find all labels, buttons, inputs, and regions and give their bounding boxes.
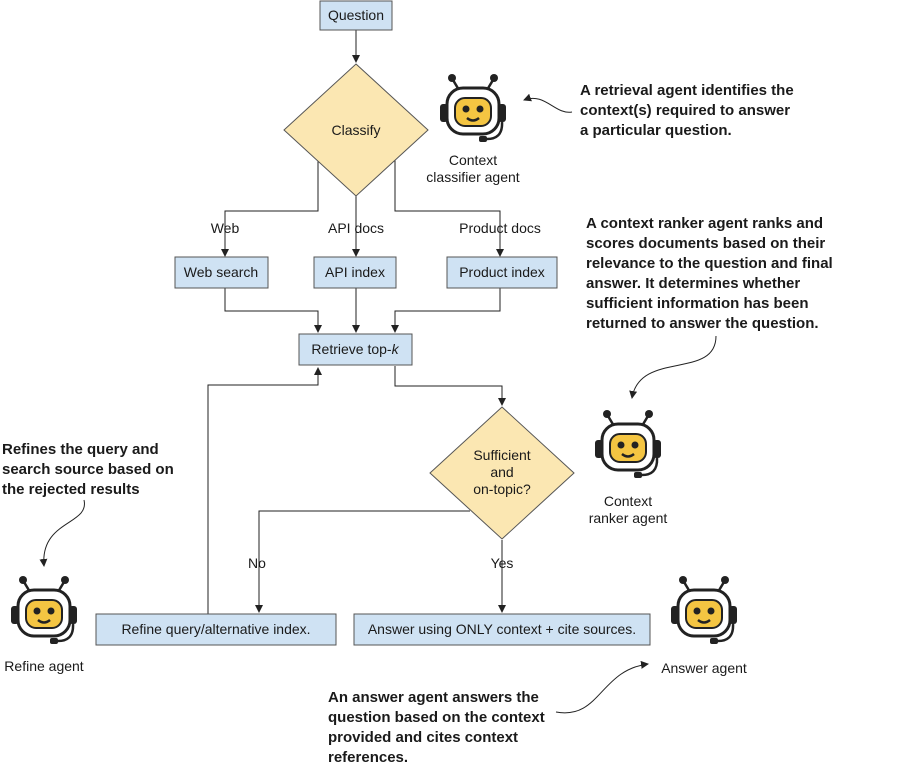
node-classify: Classify [283, 63, 429, 197]
node-refine-label: Refine query/alternative index. [121, 621, 310, 637]
node-sufficient: Sufficient and on-topic? [429, 406, 575, 540]
note-answer-line-4: references. [328, 749, 408, 766]
note-ranker-line-6: returned to answer the question. [586, 315, 819, 332]
note-retrieval-line-1: A retrieval agent identifies the [580, 82, 794, 99]
node-question-label: Question [328, 7, 384, 23]
note-retrieval-pointer [523, 93, 573, 113]
edge-label-yes: Yes [491, 555, 514, 571]
edge-product-retrieve [391, 288, 501, 333]
node-product-index-label: Product index [459, 264, 545, 280]
agent-ranker: Context ranker agent [589, 408, 668, 526]
agent-classifier-line-2: classifier agent [426, 169, 519, 185]
note-ranker-pointer [629, 335, 717, 399]
node-web-search-label: Web search [184, 264, 258, 280]
node-retrieve-label: Retrieve top-k [311, 341, 399, 357]
node-classify-label: Classify [331, 122, 380, 138]
robot-headset-icon [669, 574, 739, 646]
note-refine-line-2: search source based on [2, 461, 174, 478]
node-web-search: Web search [174, 256, 269, 289]
node-api-index-label: API index [325, 264, 385, 280]
agent-ranker-line-1: Context [604, 493, 652, 509]
note-ranker-line-5: sufficient information has been [586, 295, 809, 312]
agent-answer: Answer agent [661, 574, 747, 676]
note-ranker-line-2: scores documents based on their [586, 235, 825, 252]
agent-ranker-line-2: ranker agent [589, 510, 668, 526]
node-answer-label: Answer using ONLY context + cite sources… [368, 621, 636, 637]
agent-refine: Refine agent [4, 574, 84, 674]
note-refine-pointer [39, 499, 85, 567]
agent-answer-label: Answer agent [661, 660, 747, 676]
edge-label-no: No [248, 555, 266, 571]
node-sufficient-line-3: on-topic? [473, 481, 531, 497]
note-ranker: A context ranker agent ranks and scores … [586, 215, 833, 332]
node-refine: Refine query/alternative index. [95, 613, 337, 646]
node-retrieve-top-k: Retrieve top-k [298, 333, 413, 366]
note-retrieval: A retrieval agent identifies the context… [580, 82, 794, 139]
edge-web-retrieve [224, 288, 322, 333]
node-product-index: Product index [446, 256, 558, 289]
note-ranker-line-3: relevance to the question and final [586, 255, 833, 272]
edge-label-web: Web [211, 220, 240, 236]
robot-headset-icon [9, 574, 79, 646]
note-answer-line-3: provided and cites context [328, 729, 518, 746]
robot-headset-icon [593, 408, 663, 480]
node-sufficient-line-2: and [490, 464, 513, 480]
note-retrieval-line-3: a particular question. [580, 122, 732, 139]
note-answer-line-2: question based on the context [328, 709, 545, 726]
edge-sufficient-no [255, 510, 470, 613]
edge-refine-retrieve [207, 367, 322, 614]
edge-retrieve-sufficient [394, 366, 506, 406]
note-ranker-line-1: A context ranker agent ranks and [586, 215, 823, 232]
node-question: Question [319, 0, 393, 31]
edge-classify-product [394, 160, 504, 257]
node-answer: Answer using ONLY context + cite sources… [353, 613, 651, 646]
note-refine-line-3: the rejected results [2, 481, 140, 498]
edge-label-api-docs: API docs [328, 220, 384, 236]
connectors [207, 30, 506, 614]
edge-label-product-docs: Product docs [459, 220, 541, 236]
note-refine-line-1: Refines the query and [2, 441, 159, 458]
note-ranker-line-4: answer. It determines whether [586, 275, 800, 292]
robot-headset-icon [438, 72, 508, 144]
note-answer-line-1: An answer agent answers the [328, 689, 539, 706]
agent-refine-label: Refine agent [4, 658, 84, 674]
agent-classifier: Context classifier agent [426, 72, 520, 185]
node-sufficient-line-1: Sufficient [473, 447, 530, 463]
node-api-index: API index [313, 256, 397, 289]
agent-classifier-line-1: Context [449, 152, 497, 168]
note-answer-pointer [555, 660, 649, 714]
edge-classify-web [221, 160, 319, 257]
note-refine: Refines the query and search source base… [2, 441, 174, 498]
note-retrieval-line-2: context(s) required to answer [580, 102, 790, 119]
note-answer: An answer agent answers the question bas… [328, 689, 545, 766]
